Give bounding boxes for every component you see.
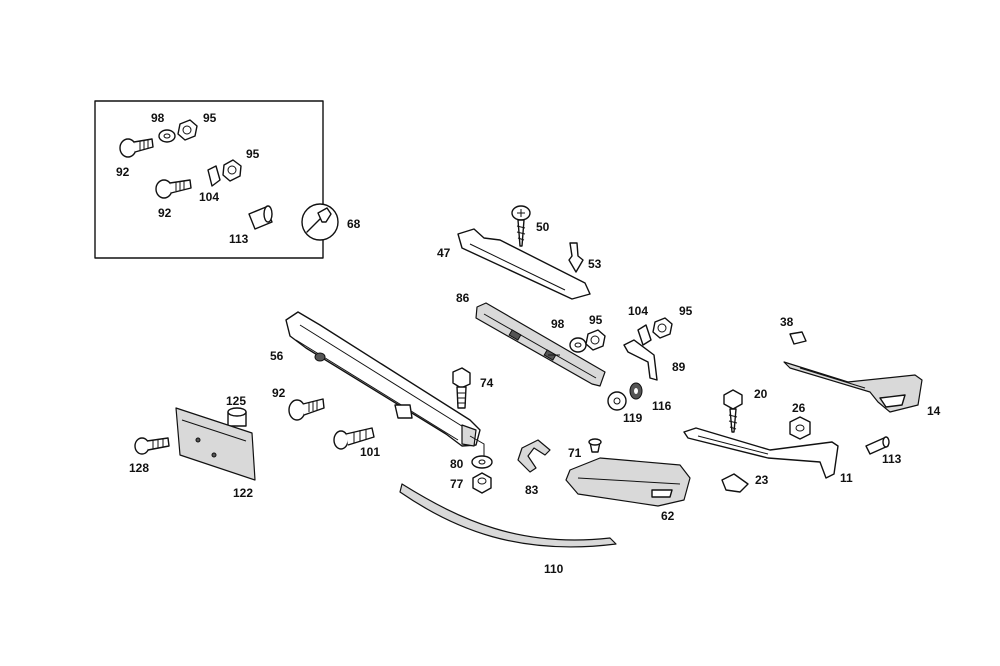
part-77-nut [472,472,492,494]
label-53: 53 [588,257,602,271]
part-104-spacer-inset [207,165,221,187]
part-92-bolt-inset-top [119,138,154,158]
part-104-spacer [637,324,652,346]
label-98-inset: 98 [151,111,165,125]
label-110: 110 [544,562,564,576]
inset-box [94,100,324,259]
part-95-nut-a [585,329,606,351]
label-101: 101 [360,445,380,459]
leader-lines [469,354,560,456]
label-74: 74 [480,376,494,390]
part-98-washer-inset [158,129,176,143]
label-26: 26 [792,401,806,415]
part-119-nut [607,391,627,411]
part-50-screw [511,205,531,247]
label-113: 113 [882,452,902,466]
part-95-nut-inset-mid [222,159,242,182]
label-89: 89 [672,360,686,374]
label-125: 125 [226,394,246,408]
part-128-bolt [134,437,170,455]
label-14: 14 [927,404,941,418]
label-122: 122 [233,486,253,500]
label-38: 38 [780,315,794,329]
label-113-inset: 113 [229,232,249,246]
label-56: 56 [270,349,284,363]
label-77: 77 [450,477,464,491]
part-83-clamp [517,439,551,473]
part-20-screw [723,389,743,433]
label-68: 68 [347,217,361,231]
label-83: 83 [525,483,539,497]
wrench-icon [301,203,339,241]
part-11-bumper-end-left [683,427,839,479]
part-26-nut [789,416,811,440]
part-71-clip [588,438,602,453]
part-86-bracket-rail [475,302,606,387]
label-119: 119 [623,411,643,425]
label-104: 104 [628,304,648,318]
part-113-sleeve [865,436,890,455]
part-110-trim-strip [399,483,617,548]
label-95-inset-top: 95 [203,111,217,125]
part-101-bolt [333,427,375,450]
part-56-bumper-beam [285,311,481,447]
label-104-inset: 104 [199,190,219,204]
label-80: 80 [450,457,464,471]
label-92: 92 [272,386,286,400]
label-71: 71 [568,446,582,460]
label-95-inset-mid: 95 [246,147,260,161]
label-86: 86 [456,291,470,305]
part-125-bushing [227,407,247,427]
label-47: 47 [437,246,451,260]
part-116-washer [629,382,643,400]
part-23-clip [721,473,749,493]
label-62: 62 [661,509,675,523]
part-62-bumper-guard [565,457,691,507]
label-50: 50 [536,220,550,234]
label-98: 98 [551,317,565,331]
label-23: 23 [755,473,769,487]
part-113-sleeve-inset [248,205,273,230]
part-92-bolt [288,398,325,421]
part-53-clip [568,242,584,273]
part-labels: 98 95 92 95 92 104 113 68 50 47 53 86 98… [116,111,941,576]
label-95-b: 95 [679,304,693,318]
part-95-nut-inset-top [177,119,198,141]
part-80-washer [471,455,493,469]
part-98-washer [569,337,587,353]
label-20: 20 [754,387,768,401]
part-38-clip [789,331,807,345]
label-92-inset-top: 92 [116,165,130,179]
label-11: 11 [840,471,853,485]
part-74-bolt [452,367,471,409]
label-92-inset-mid: 92 [158,206,172,220]
label-128: 128 [129,461,149,475]
part-95-nut-b [652,317,673,339]
part-89-bracket [623,339,658,381]
part-14-bumper-end-right [783,361,923,413]
part-122-license-plate-bracket [175,407,256,481]
label-116: 116 [652,399,672,413]
label-95-a: 95 [589,313,603,327]
part-47-mounting-strip [457,228,591,300]
part-92-bolt-inset-mid [155,179,192,199]
